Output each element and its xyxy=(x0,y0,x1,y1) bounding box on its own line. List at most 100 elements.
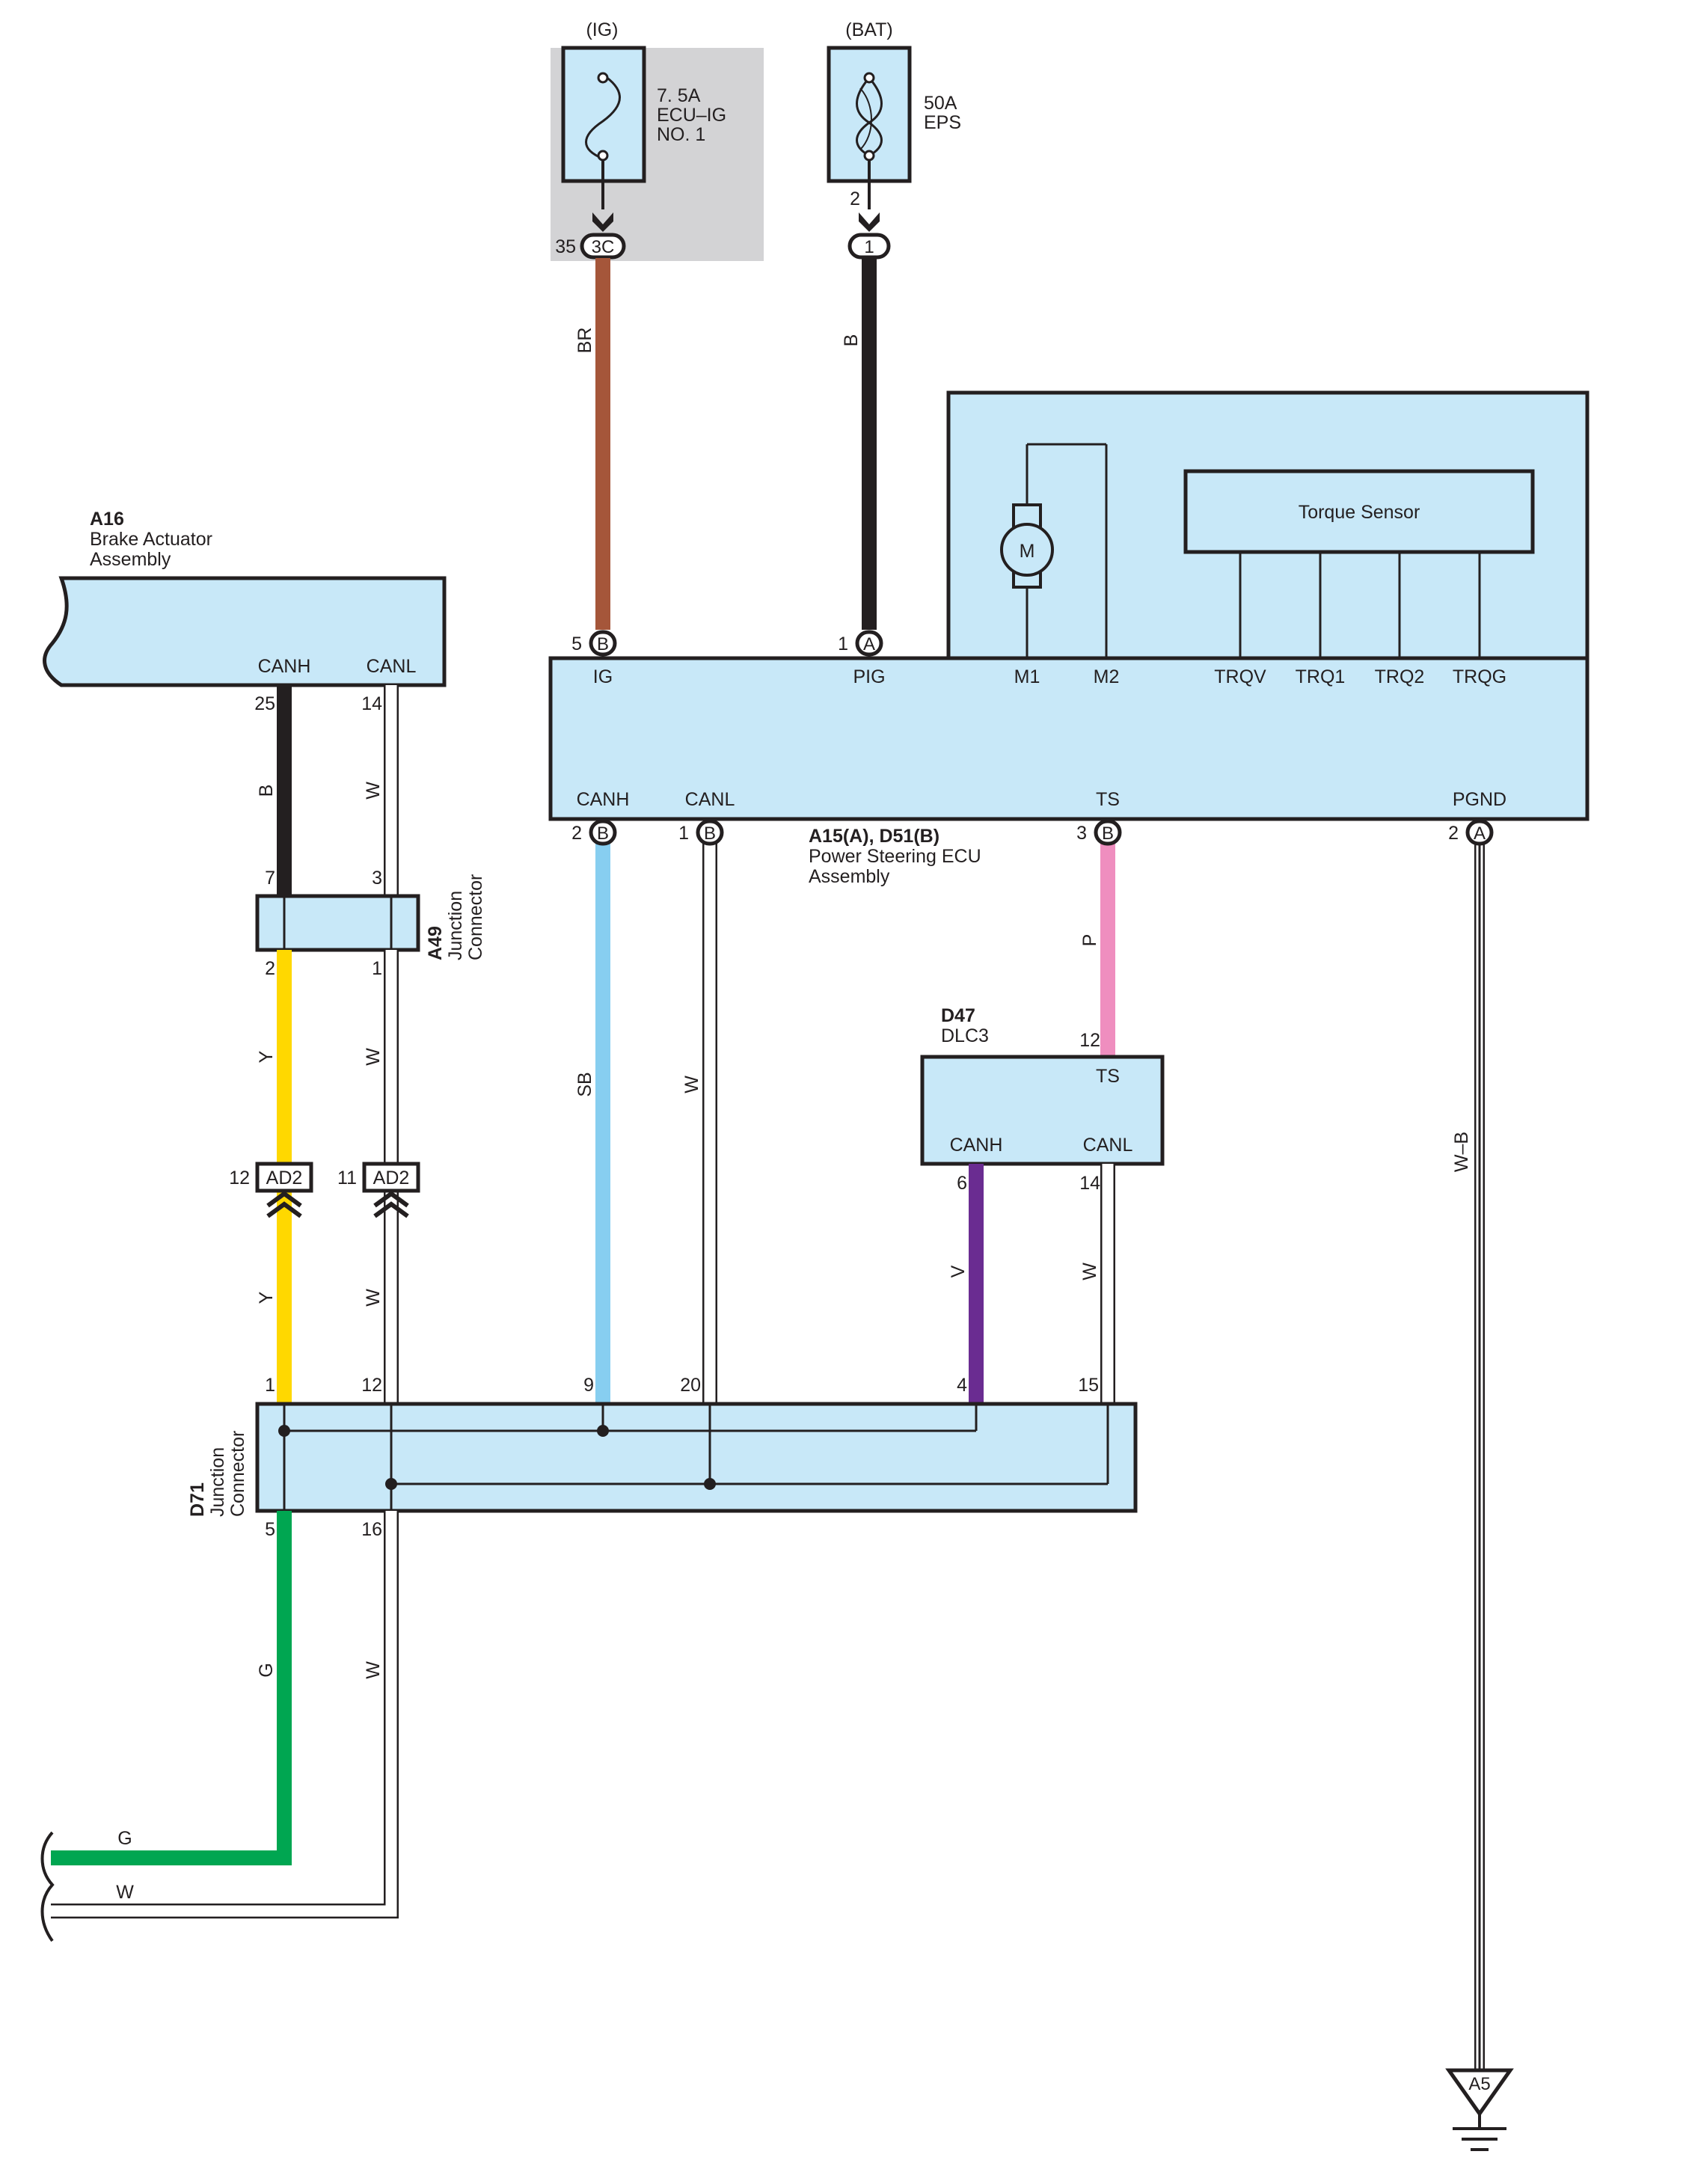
ecu-ig-conn: B xyxy=(597,634,609,654)
ecu-canh-conn: B xyxy=(597,823,609,844)
ad2-left-pin: 12 xyxy=(229,1168,250,1188)
connector-1-label: 1 xyxy=(864,237,874,257)
pin-35: 35 xyxy=(555,236,576,257)
d71-name-1: Junction xyxy=(207,1447,228,1517)
brake-canh-label: CANH xyxy=(258,656,311,677)
fuse-ig-name: ECU–IG xyxy=(657,105,726,126)
wire-v-label: V xyxy=(948,1265,969,1277)
ad2-left-label: AD2 xyxy=(266,1168,303,1188)
wire-g xyxy=(51,1511,292,1865)
ecu-ig-pin: 5 xyxy=(571,634,582,654)
dlc3-box xyxy=(920,1055,1165,1166)
fuse-bat-amp: 50A xyxy=(924,93,957,114)
d71-pin-12: 12 xyxy=(361,1375,382,1396)
connector-3c-label: 3C xyxy=(592,237,615,257)
d71-pin-1: 1 xyxy=(265,1375,275,1396)
ecu-label-m2: M2 xyxy=(1094,666,1120,687)
brake-canh-pin: 25 xyxy=(254,693,275,714)
a49-pin-1: 1 xyxy=(372,958,382,979)
wire-b-pig-label: B xyxy=(841,334,862,347)
wire-y-label-1: Y xyxy=(256,1050,277,1063)
exit-g-label: G xyxy=(117,1828,132,1849)
torque-sensor-box xyxy=(1183,469,1535,554)
ground-icon xyxy=(1445,2068,1514,2151)
brake-id: A16 xyxy=(90,509,124,530)
brake-canl-label: CANL xyxy=(367,656,417,677)
wire-w-label-2: W xyxy=(363,1289,384,1307)
ecu-pgnd-pin: 2 xyxy=(1448,823,1459,844)
d71-pin-20: 20 xyxy=(680,1375,701,1396)
ecu-canh-pin: 2 xyxy=(571,823,582,844)
ecu-name-2: Assembly xyxy=(809,866,890,887)
fuse-ig-no: NO. 1 xyxy=(657,124,705,145)
wire-g-label: G xyxy=(256,1663,277,1677)
wire-w-exit xyxy=(51,1511,399,1918)
ecu-ts-conn: B xyxy=(1102,823,1114,844)
d71-pin-5: 5 xyxy=(265,1519,275,1540)
fuse-bat-name: EPS xyxy=(924,112,961,133)
dlc-canh-label: CANH xyxy=(950,1135,1003,1156)
exit-w-label: W xyxy=(116,1882,134,1903)
ecu-canl-pin: 1 xyxy=(678,823,689,844)
d71-internal-bus xyxy=(278,1404,1109,1511)
dlc-canl-label: CANL xyxy=(1083,1135,1133,1156)
wire-wb-label: W–B xyxy=(1451,1132,1472,1172)
wire-y-label-2: Y xyxy=(256,1291,277,1304)
motor-label: M xyxy=(1020,541,1035,562)
wire-w-ecu-label: W xyxy=(681,1076,702,1093)
wire-sb-label: SB xyxy=(574,1072,595,1096)
ecu-label-ts: TS xyxy=(1096,789,1120,810)
ecu-canl-conn: B xyxy=(704,823,716,844)
d71-pin-15: 15 xyxy=(1078,1375,1099,1396)
a49-pin-7: 7 xyxy=(265,868,275,889)
brake-name-1: Brake Actuator xyxy=(90,529,212,550)
torque-sensor-label: Torque Sensor xyxy=(1299,502,1420,523)
ecu-pig-pin: 1 xyxy=(838,634,848,654)
ecu-label-ig: IG xyxy=(593,666,613,687)
connector-ad2-left xyxy=(255,1162,313,1218)
ecu-pgnd-conn: A xyxy=(1474,823,1486,844)
ad2-right-label: AD2 xyxy=(373,1168,410,1188)
pin-2-bat: 2 xyxy=(850,188,860,209)
ecu-label-trqg: TRQG xyxy=(1453,666,1506,687)
ecu-label-pgnd: PGND xyxy=(1453,789,1506,810)
d71-pin-9: 9 xyxy=(583,1375,594,1396)
ground-id: A5 xyxy=(1468,2074,1490,2094)
dlc-id: D47 xyxy=(941,1005,975,1026)
ecu-label-m1: M1 xyxy=(1014,666,1040,687)
wire-w-label-1: W xyxy=(363,1048,384,1066)
a49-name-2: Connector xyxy=(465,874,486,960)
wire-br-label: BR xyxy=(574,328,595,354)
ecu-id: A15(A), D51(B) xyxy=(809,826,939,847)
ad2-right-pin: 11 xyxy=(337,1168,357,1188)
bat-source-label: (BAT) xyxy=(845,19,892,40)
wire-b-canh-label: B xyxy=(256,785,277,797)
a49-pin-2: 2 xyxy=(265,958,275,979)
d71-id: D71 xyxy=(187,1482,208,1517)
wire-p-label: P xyxy=(1079,934,1100,947)
ecu-label-canh: CANH xyxy=(577,789,630,810)
dlc-name: DLC3 xyxy=(941,1025,989,1046)
motor-icon xyxy=(1000,443,1108,658)
brake-canl-pin: 14 xyxy=(361,693,382,714)
fuse-ecu-ig-no1 xyxy=(561,46,646,209)
d71-junction-box xyxy=(255,1402,1138,1513)
a49-junction-box xyxy=(255,894,420,952)
connector-1 xyxy=(847,233,891,260)
a49-pin-3: 3 xyxy=(372,868,382,889)
ig-source-label: (IG) xyxy=(586,19,618,40)
ecu-pig-conn: A xyxy=(863,634,875,654)
fuse-ig-amp: 7. 5A xyxy=(657,85,701,106)
brake-actuator-box xyxy=(43,576,447,687)
ecu-label-trq1: TRQ1 xyxy=(1296,666,1346,687)
ecu-label-canl: CANL xyxy=(685,789,735,810)
ecu-ts-pin: 3 xyxy=(1076,823,1087,844)
dlc-ts-label: TS xyxy=(1096,1066,1120,1087)
ecu-label-trqv: TRQV xyxy=(1214,666,1266,687)
dlc-ts-pin: 12 xyxy=(1079,1030,1100,1051)
d71-pin-4: 4 xyxy=(957,1375,967,1396)
connector-3c xyxy=(580,233,626,260)
d71-pin-16: 16 xyxy=(361,1519,382,1540)
ecu-label-pig: PIG xyxy=(853,666,885,687)
